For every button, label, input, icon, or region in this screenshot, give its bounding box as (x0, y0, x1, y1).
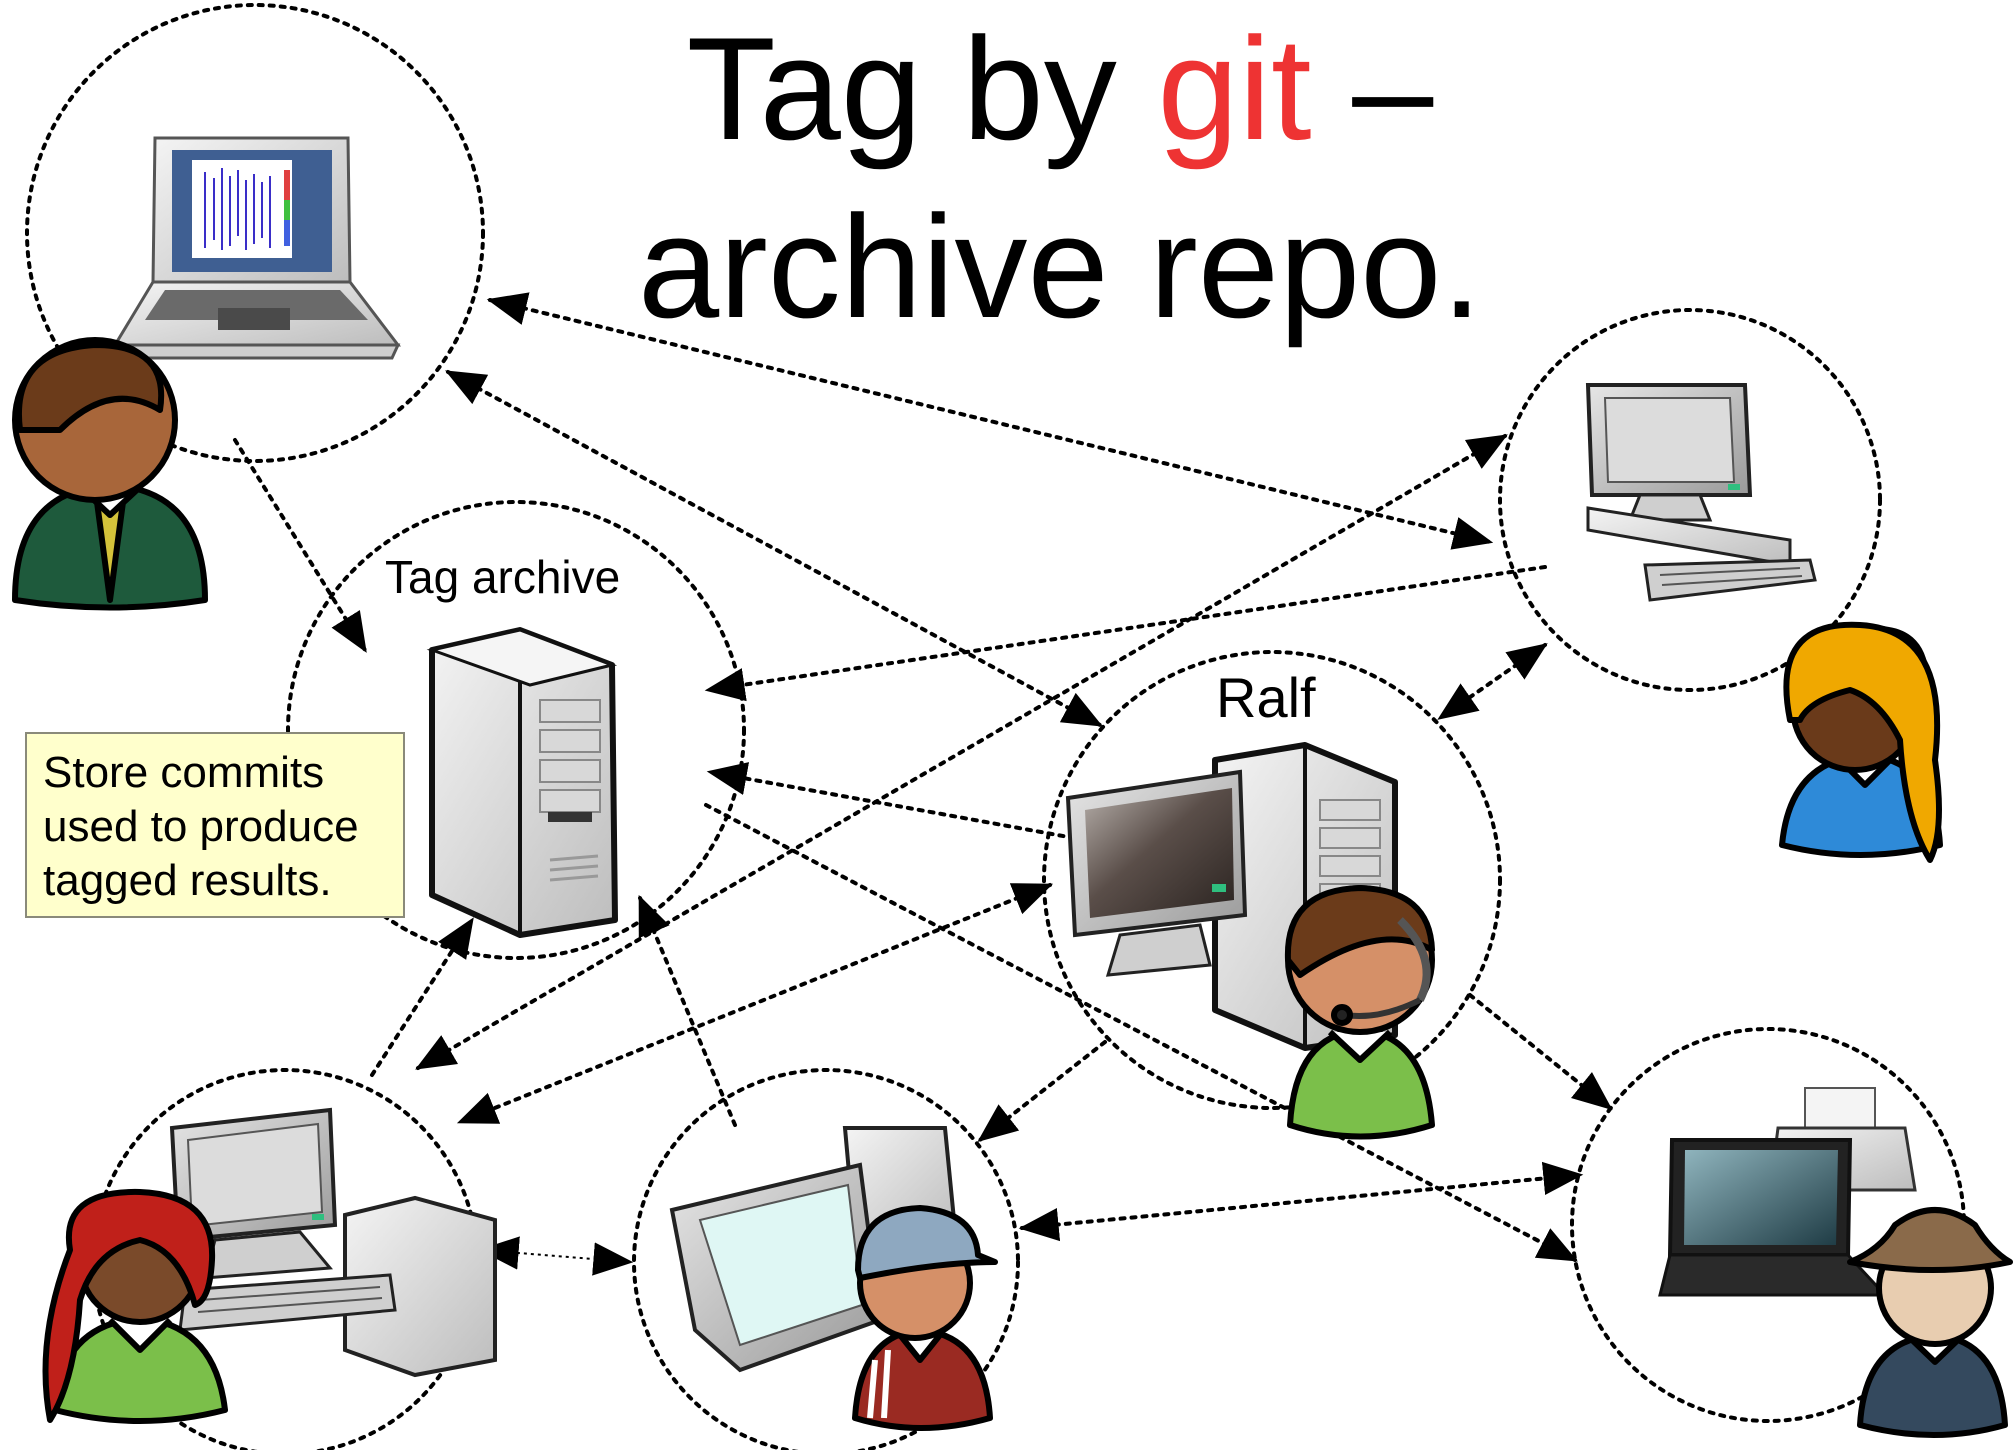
tag-archive-label: Tag archive (385, 551, 621, 603)
arrow-ralf-bottomleft (456, 883, 1054, 1124)
desktop-with-tower-icon (169, 1107, 497, 1378)
arrow-bottommiddle-archive (638, 894, 737, 1127)
person-icon-cap (852, 1205, 998, 1431)
arrow-desktop-archive (704, 565, 1547, 702)
ralf-label: Ralf (1216, 666, 1316, 729)
arrow-bottomleft-bottommiddle (478, 1236, 634, 1276)
arrow-desktop-ralf (1437, 643, 1548, 720)
note-line-3: tagged results. (43, 856, 332, 905)
laptop-dark-icon (1658, 1138, 1889, 1297)
title-accent-git: git (1157, 7, 1312, 170)
circle-laptop-user (25, 3, 485, 463)
arrow-ralf-bottomright (1468, 993, 1613, 1111)
arrow-bottommiddle-bottomright (1018, 1161, 1584, 1242)
title-line-1: Tag by git – (560, 0, 1560, 178)
arrow-laptop-archive (233, 438, 367, 653)
server-icon (426, 627, 618, 938)
laptop-icon (112, 136, 402, 360)
title-part-1: Tag by (686, 7, 1158, 170)
note-line-2: used to produce (43, 802, 359, 851)
note-line-1: Store commits (43, 748, 325, 797)
arrow-ralf-archive (706, 762, 1087, 842)
page-title: Tag by git – archive repo. (560, 0, 1560, 356)
arrow-bottomleft-archive (370, 917, 474, 1077)
arrow-ralf-bottommiddle (977, 1040, 1107, 1143)
person-icon-orange-hair (1779, 621, 1943, 863)
connections (233, 292, 1613, 1262)
person-icon-headset (1284, 885, 1435, 1140)
crt-computer-icon (669, 1126, 958, 1373)
note-box: Store commits used to produce tagged res… (25, 732, 405, 918)
desktop-computer-icon (1585, 383, 1817, 602)
person-icon-red-hair (42, 1188, 228, 1424)
person-icon-hat (1847, 1207, 2013, 1438)
person-icon-suit (12, 337, 208, 611)
title-part-2: – (1311, 7, 1434, 170)
title-line-2: archive repo. (638, 185, 1482, 348)
